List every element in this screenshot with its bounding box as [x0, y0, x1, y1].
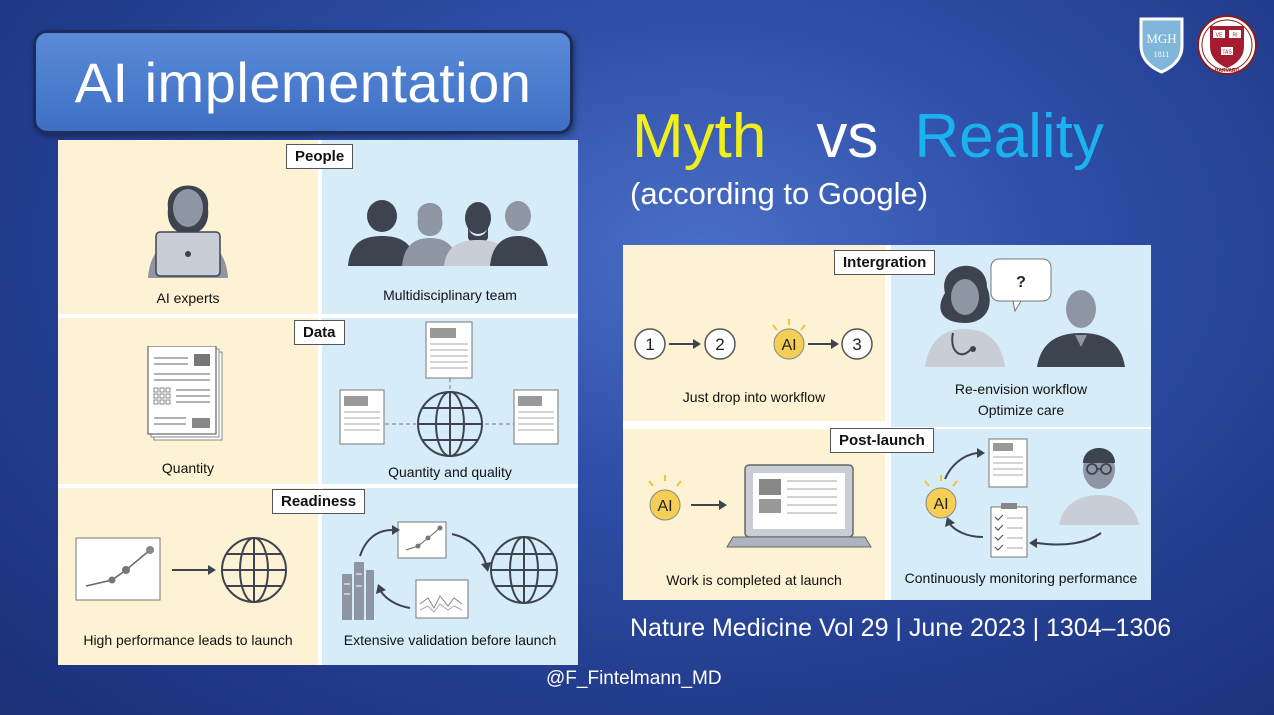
integration-myth-caption: Just drop into workflow — [682, 389, 826, 405]
integration-reality-caption-1: Re-envision workflow — [954, 381, 1088, 397]
step-2-label: 2 — [715, 335, 724, 354]
headline-reality: Reality — [914, 101, 1104, 171]
performance-chart-icon — [75, 537, 287, 603]
people-myth-caption: AI experts — [156, 290, 220, 306]
document-stack-icon — [147, 346, 223, 441]
people-reality-cell: Multidisciplinary team — [322, 140, 578, 314]
left-figure: AI experts Multidisciplinary team People — [58, 140, 578, 665]
question-bubble-text: ? — [1016, 274, 1026, 291]
subtitle: (according to Google) — [630, 176, 929, 211]
citation: Nature Medicine Vol 29 | June 2023 | 130… — [630, 614, 1172, 642]
postlaunch-monitor-ai-label: AI — [933, 496, 948, 513]
monitoring-cycle-icon: AI — [924, 438, 1139, 558]
readiness-myth-caption: High performance leads to launch — [83, 632, 293, 648]
step-1-label: 1 — [645, 335, 654, 354]
slide-title: AI implementation — [74, 50, 532, 114]
people-reality-caption: Multidisciplinary team — [383, 287, 517, 303]
tag-postlaunch: Post-launch — [830, 428, 934, 453]
tag-people: People — [286, 144, 354, 169]
globe-documents-icon — [339, 321, 559, 457]
workflow-steps-icon: 1 2 AI 3 — [634, 319, 873, 360]
harvard-logo-ve: VE — [1216, 33, 1223, 39]
headline-vs: vs — [816, 101, 879, 171]
postlaunch-reality-caption: Continuously monitoring performance — [904, 570, 1138, 586]
harvard-logo-tas: TAS — [1222, 50, 1232, 56]
postlaunch-myth-cell: AI Work is completed at launch — [623, 429, 885, 600]
postlaunch-ai-label: AI — [657, 498, 672, 515]
tag-integration: Intergration — [834, 250, 936, 275]
step-3-label: 3 — [852, 335, 861, 354]
people-myth-cell: AI experts — [58, 140, 318, 314]
title-box: AI implementation — [33, 30, 573, 134]
readiness-myth-cell: High performance leads to launch — [58, 488, 318, 665]
launch-laptop-icon: AI — [648, 464, 872, 548]
data-myth-caption: Quantity — [161, 460, 215, 476]
data-reality-caption: Quantity and quality — [388, 464, 512, 480]
tag-readiness: Readiness — [272, 489, 366, 514]
mgh-logo-text: MGH — [1146, 31, 1176, 46]
postlaunch-myth-caption: Work is completed at launch — [666, 572, 842, 588]
team-icon — [348, 200, 548, 266]
harvard-logo-text: HARVARD — [1215, 68, 1240, 74]
mgh-logo-year: 1811 — [1154, 50, 1170, 59]
step-ai-label: AI — [781, 337, 796, 354]
tag-data: Data — [294, 320, 345, 345]
headline-myth: Myth — [632, 101, 767, 171]
mgh-logo: MGH 1811 — [1138, 16, 1185, 74]
author-handle: @F_Fintelmann_MD — [546, 668, 722, 689]
headline: Myth vs Reality — [632, 96, 1104, 176]
readiness-reality-cell: Extensive validation before launch — [322, 488, 578, 665]
data-myth-cell: Quantity — [58, 318, 318, 484]
integration-reality-caption-2: Optimize care — [977, 402, 1065, 418]
clinician-patient-icon: ? — [925, 258, 1125, 367]
validation-cycle-icon — [342, 521, 558, 620]
harvard-logo-ri: RI — [1233, 33, 1238, 39]
integration-reality-cell: ? Re-envision workflow Optimize care — [891, 245, 1151, 427]
readiness-reality-caption: Extensive validation before launch — [343, 632, 557, 648]
data-reality-cell: Quantity and quality — [322, 318, 578, 484]
right-figure: 1 2 AI 3 Just drop into workflow ? — [623, 245, 1151, 600]
harvard-shield-logo: VE RI TAS HARVARD — [1196, 14, 1258, 76]
ai-expert-icon — [148, 185, 228, 278]
postlaunch-reality-cell: AI Continuously monitoring performance — [891, 429, 1151, 600]
